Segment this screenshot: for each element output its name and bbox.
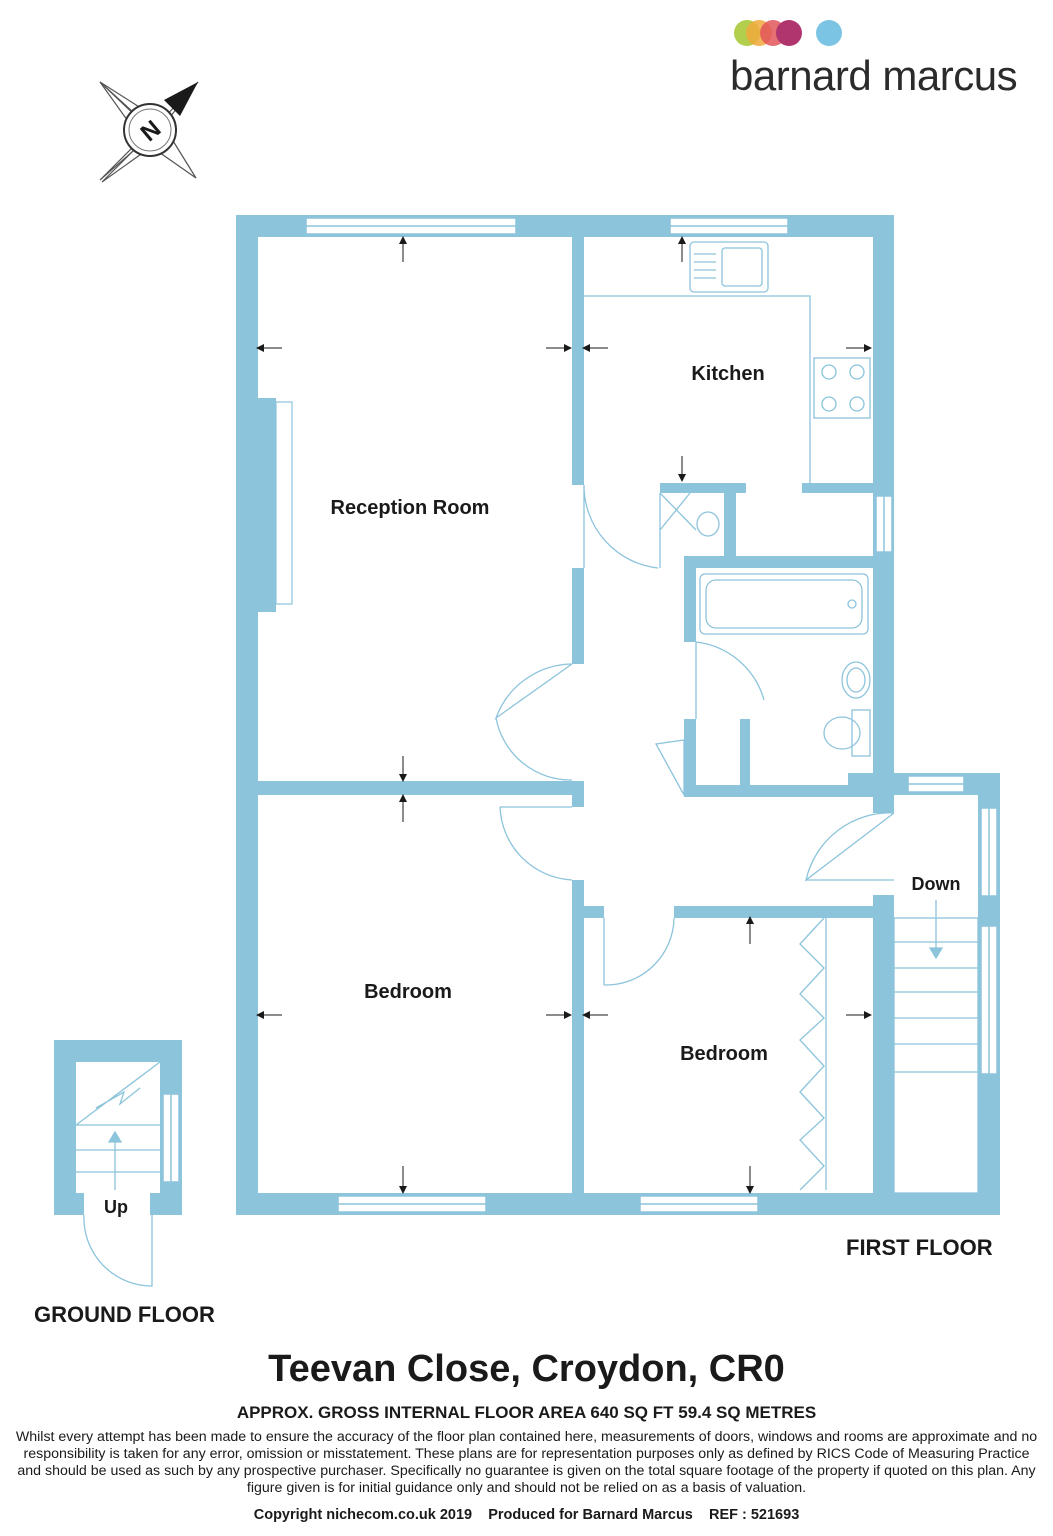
first-floor-walls (236, 215, 1000, 1215)
brand-dots (734, 20, 854, 50)
ground-window (162, 1093, 180, 1183)
windows (305, 217, 998, 1213)
property-title: Teevan Close, Croydon, CR0 (268, 1348, 785, 1390)
compass-icon: N (99, 81, 199, 183)
stairs-up-label: Up (104, 1197, 128, 1217)
kitchen-fittings (584, 241, 871, 483)
room-label-kitchen: Kitchen (691, 363, 764, 385)
disclaimer: Whilst every attempt has been made to en… (15, 1429, 1038, 1496)
stairs-down-label: Down (912, 874, 961, 894)
room-label-bedroom-2: Bedroom (680, 1043, 768, 1065)
brand-dot (776, 20, 802, 46)
footer-credits: Copyright nichecom.co.uk 2019 Produced f… (253, 1507, 800, 1523)
floor-area: APPROX. GROSS INTERNAL FLOOR AREA 640 SQ… (236, 1403, 817, 1422)
ground-floor-label: GROUND FLOOR (34, 1302, 215, 1327)
room-label-reception: Reception Room (331, 497, 490, 519)
room-label-bedroom-1: Bedroom (364, 981, 452, 1003)
bathroom-fittings (659, 492, 871, 757)
floor-plan: N (54, 81, 1000, 1287)
stairs-down (893, 900, 979, 1194)
dimension-arrows (256, 236, 872, 1194)
brand-logo-text: barnard marcus (730, 52, 1018, 99)
first-floor-label: FIRST FLOOR (846, 1235, 993, 1260)
brand-dot (816, 20, 842, 46)
stairs-up (75, 1061, 161, 1287)
doors (494, 484, 895, 1191)
